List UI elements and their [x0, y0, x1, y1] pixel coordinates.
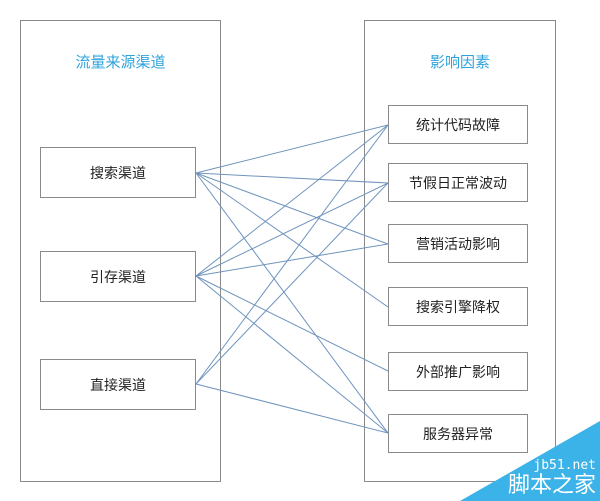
- factor-node: 服务器异常: [388, 414, 528, 453]
- source-node: 直接渠道: [40, 359, 196, 410]
- connection-line: [195, 275, 389, 372]
- connection-line: [195, 243, 389, 277]
- connection-line: [195, 182, 389, 385]
- connection-line: [195, 182, 389, 277]
- connection-line: [195, 172, 389, 245]
- source-node: 引存渠道: [40, 251, 196, 302]
- factor-node: 外部推广影响: [388, 352, 528, 391]
- panel-title: 流量来源渠道: [75, 53, 166, 71]
- connection-line: [195, 124, 389, 277]
- connection-line: [195, 172, 389, 308]
- factor-node: 节假日正常波动: [388, 163, 528, 202]
- factor-node: 统计代码故障: [388, 105, 528, 144]
- connection-line: [195, 172, 389, 184]
- connection-line: [195, 172, 389, 434]
- factor-node: 营销活动影响: [388, 224, 528, 263]
- source-node: 搜索渠道: [40, 147, 196, 198]
- panel-title: 影响因素: [429, 53, 490, 71]
- connection-line: [195, 124, 389, 174]
- watermark-name: 脚本之家: [507, 473, 596, 498]
- watermark-url: jb51.net: [533, 458, 596, 473]
- watermark-logo: jb51.net 脚本之家: [450, 421, 600, 501]
- factor-node: 搜索引擎降权: [388, 287, 528, 326]
- connection-line: [195, 275, 389, 434]
- connection-line: [195, 124, 389, 385]
- connection-line: [195, 383, 389, 434]
